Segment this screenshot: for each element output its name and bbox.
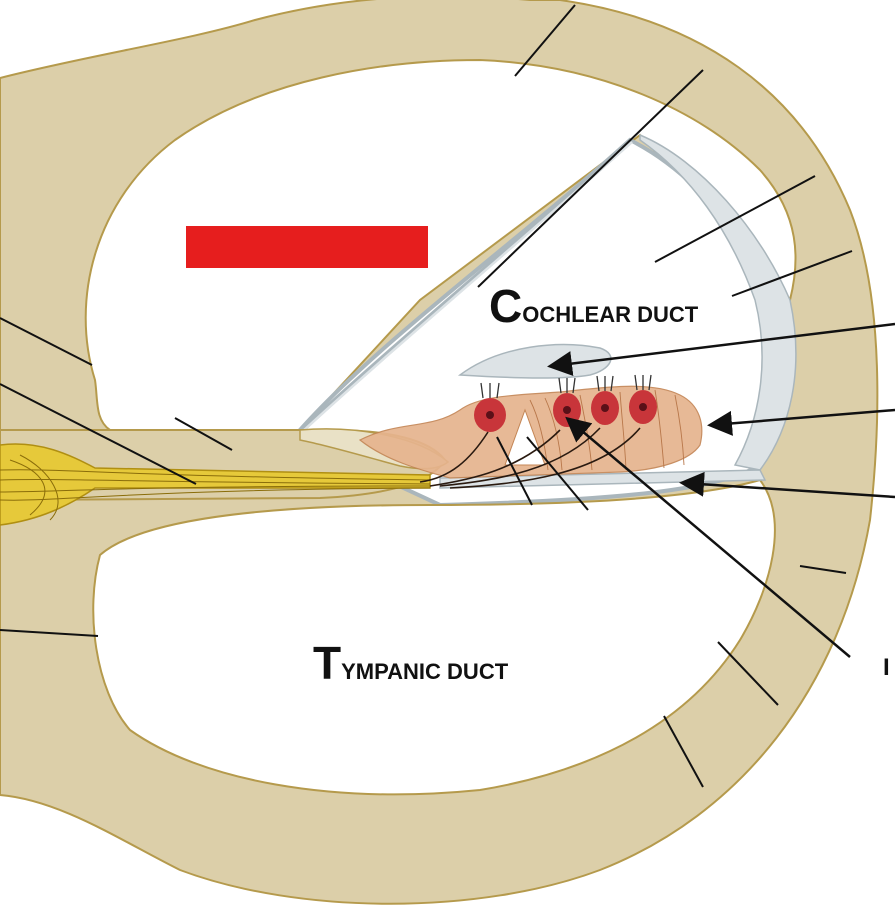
leader-line-spiral-lamina [174, 417, 233, 451]
leader-line-rod-2 [526, 436, 589, 511]
leader-line-bottom-left [0, 629, 99, 637]
cochlear-duct-initial: C [489, 280, 523, 332]
cochlear-duct-label: COCHLEAR DUCT [489, 283, 698, 329]
leader-line-reissner [477, 69, 704, 288]
leader-line-nerve [0, 383, 197, 485]
leader-line-rod-1 [496, 436, 533, 506]
stria-vascularis [639, 133, 797, 471]
outer-hair-cell-3 [629, 374, 657, 424]
leader-lines [0, 4, 853, 788]
leader-line-stria [731, 250, 853, 297]
leader-line-bone-lower-1 [717, 641, 779, 706]
tympanic-duct-initial: T [313, 637, 342, 689]
redaction-bar [186, 226, 428, 268]
outer-hair-cell-2 [591, 375, 619, 425]
nerve-fibers [0, 454, 431, 521]
leader-line-bone-lower-2 [663, 715, 704, 788]
arrow-lines [547, 322, 895, 658]
cut-off-label-fragment: I [883, 654, 890, 681]
leader-line-scala-vestibuli [0, 317, 93, 366]
arrow-spiral-ligament [707, 408, 895, 436]
inner-hair-cell [474, 382, 506, 432]
arrow-basilar-membrane [679, 471, 895, 499]
cochlear-duct-rest: OCHLEAR DUCT [522, 302, 699, 327]
reissner-membrane [298, 138, 634, 434]
leader-line-bone-right [799, 565, 847, 574]
scala-tympani-cavity [92, 478, 776, 796]
leader-line-scala-media-upper [654, 175, 816, 263]
leader-line-outer-bone-top [514, 4, 576, 77]
arrow-tectorial-membrane [547, 322, 895, 376]
tympanic-duct-rest: YMPANIC DUCT [341, 659, 509, 684]
tympanic-duct-label: TYMPANIC DUCT [313, 640, 508, 686]
arrow-hair-cell [565, 416, 851, 658]
